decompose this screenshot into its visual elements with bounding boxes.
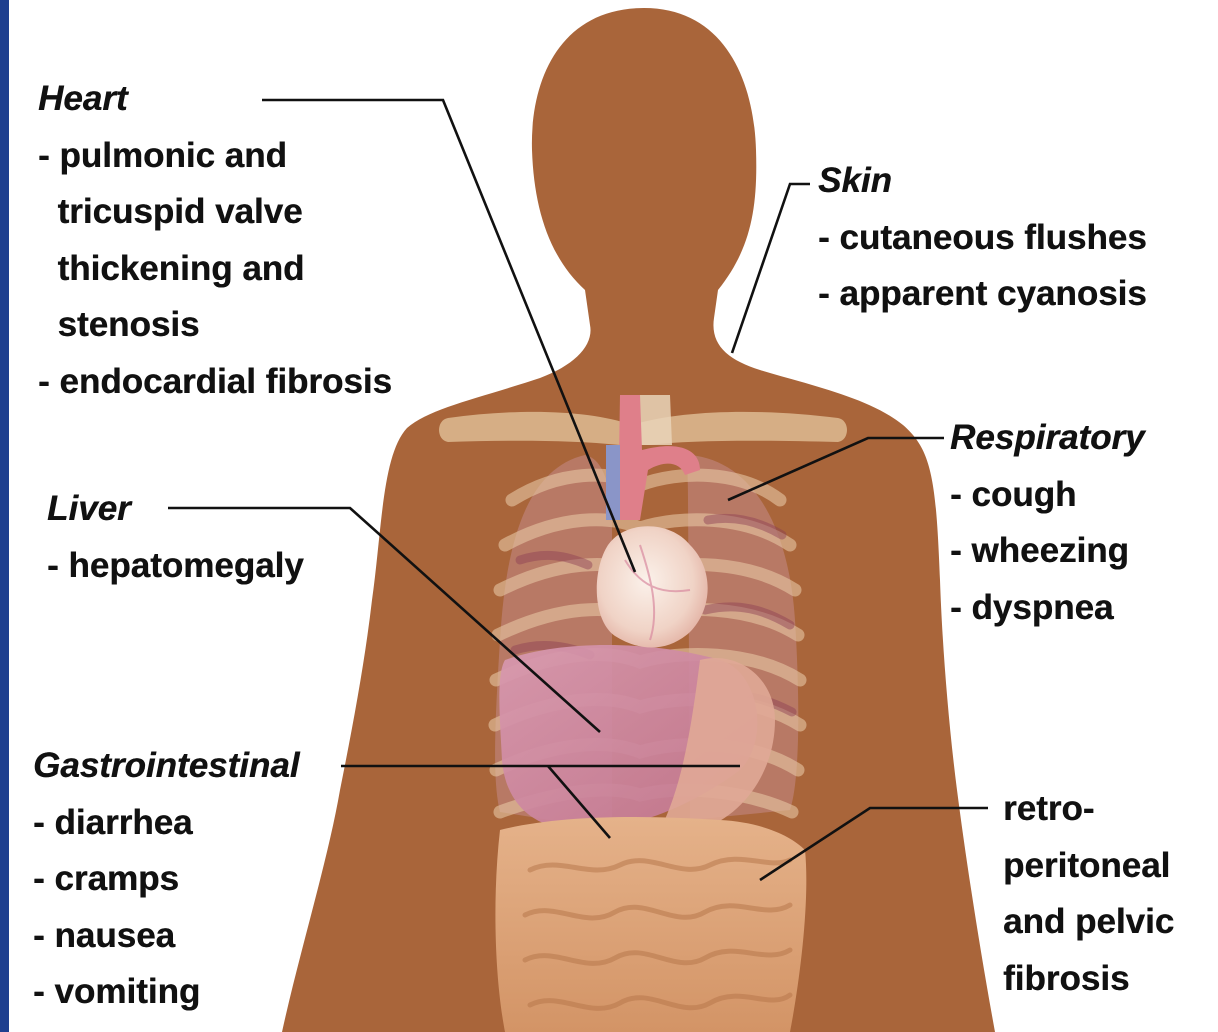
heart-item: stenosis	[38, 297, 392, 354]
skin-item: - cutaneous flushes	[818, 210, 1147, 267]
liver-title: Liver	[47, 481, 304, 538]
heart-title: Heart	[38, 71, 392, 128]
skin-title: Skin	[818, 153, 1147, 210]
label-heart: Heart - pulmonic and tricuspid valve thi…	[38, 71, 392, 410]
heart-item: tricuspid valve	[38, 184, 392, 241]
label-skin: Skin - cutaneous flushes - apparent cyan…	[818, 153, 1147, 323]
gastrointestinal-item: - diarrhea	[33, 795, 299, 852]
heart-item: thickening and	[38, 241, 392, 298]
retroperitoneal-item: fibrosis	[1003, 951, 1174, 1008]
label-gastrointestinal: Gastrointestinal - diarrhea - cramps - n…	[33, 738, 299, 1021]
respiratory-item: - dyspnea	[950, 580, 1145, 637]
retroperitoneal-item: retro-	[1003, 781, 1174, 838]
heart-item: - endocardial fibrosis	[38, 354, 392, 411]
liver-item: - hepatomegaly	[47, 538, 304, 595]
label-respiratory: Respiratory - cough - wheezing - dyspnea	[950, 410, 1145, 636]
heart-item: - pulmonic and	[38, 128, 392, 185]
gastrointestinal-item: - cramps	[33, 851, 299, 908]
respiratory-item: - wheezing	[950, 523, 1145, 580]
retroperitoneal-item: peritoneal	[1003, 838, 1174, 895]
label-retroperitoneal: retro- peritoneal and pelvic fibrosis	[1003, 781, 1174, 1007]
gastrointestinal-item: - vomiting	[33, 964, 299, 1021]
respiratory-item: - cough	[950, 467, 1145, 524]
gastrointestinal-title: Gastrointestinal	[33, 738, 299, 795]
skin-item: - apparent cyanosis	[818, 266, 1147, 323]
label-liver: Liver - hepatomegaly	[47, 481, 304, 594]
retroperitoneal-item: and pelvic	[1003, 894, 1174, 951]
respiratory-title: Respiratory	[950, 410, 1145, 467]
gastrointestinal-item: - nausea	[33, 908, 299, 965]
